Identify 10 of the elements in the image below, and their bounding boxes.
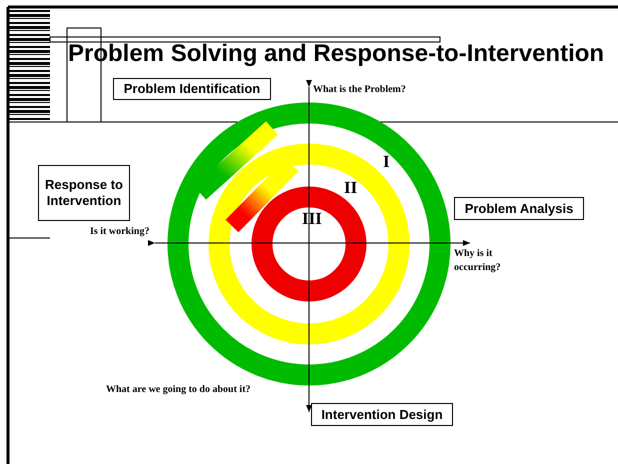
axis-question: What is the Problem? (313, 84, 406, 95)
axis-question: Why is it occurring? (454, 247, 502, 275)
ring-numeral: I (383, 152, 390, 172)
stage-box: Problem Identification (113, 78, 271, 100)
axis-question: Is it working? (90, 226, 150, 237)
stage-box: Problem Analysis (454, 197, 584, 220)
axis-question: What are we going to do about it? (106, 384, 251, 395)
ring-numeral: II (344, 178, 358, 198)
stage-box: Intervention Design (311, 403, 453, 426)
stage-box: Response to Intervention (38, 165, 130, 221)
